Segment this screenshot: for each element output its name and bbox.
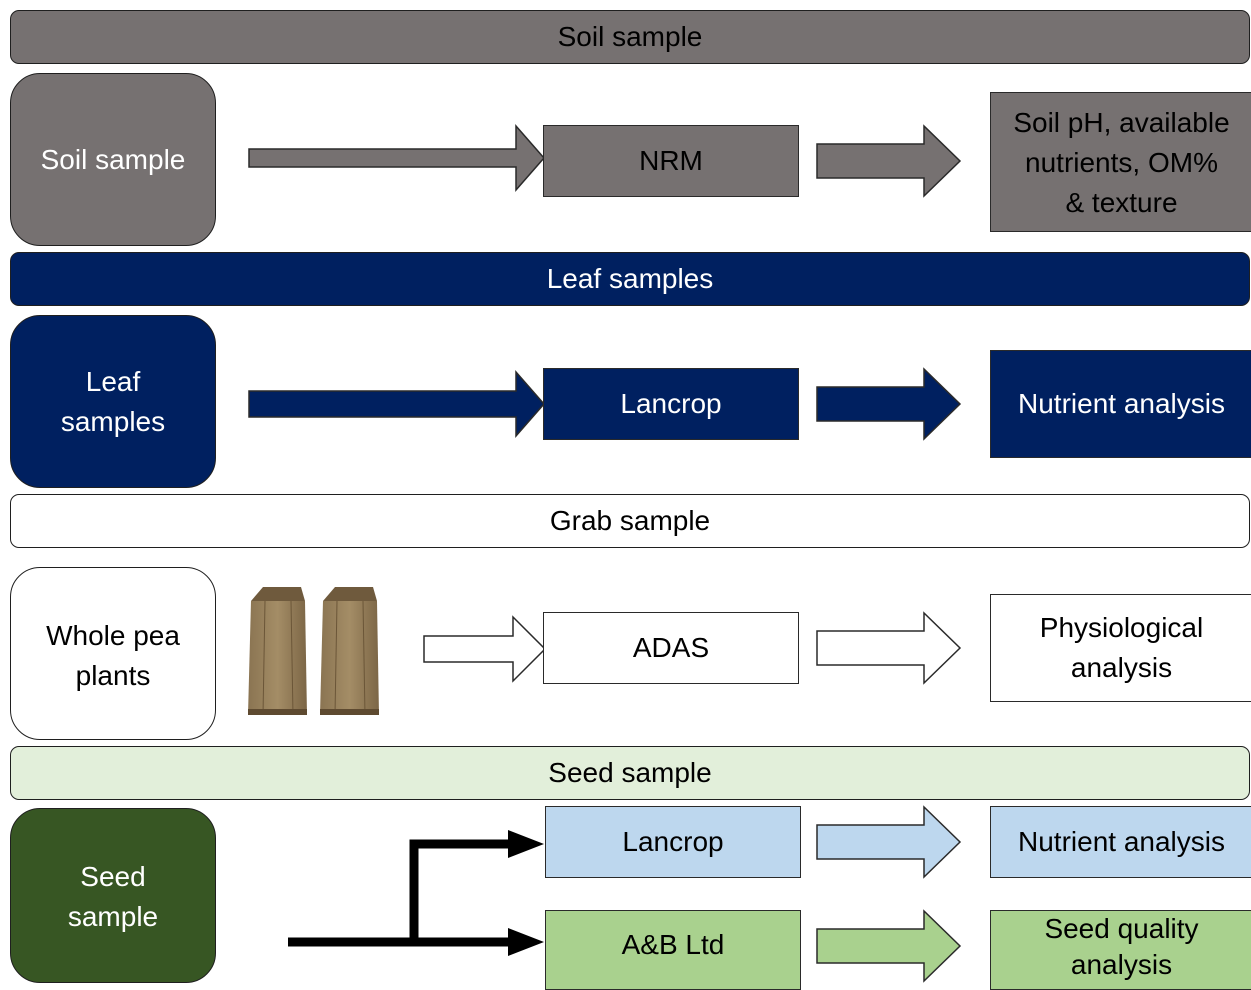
soil-result-line-3: & texture <box>1065 187 1178 218</box>
soil-arrow-to-lab <box>248 124 545 192</box>
leaf-lab-label: Lancrop <box>620 388 722 419</box>
seed-lab-ab-ltd: A&B Ltd <box>545 910 801 990</box>
seed-lab1-label: Lancrop <box>622 826 724 857</box>
leaf-lab-lancrop: Lancrop <box>543 368 799 440</box>
grab-arrow-to-result <box>816 611 962 685</box>
seed-arrow-to-result-1 <box>816 805 962 879</box>
grab-arrow-to-lab <box>423 615 547 683</box>
grab-lab-label: ADAS <box>632 632 710 663</box>
seed-result2-line-1: Seed quality <box>1044 913 1199 944</box>
grab-source-line-2: plants <box>75 660 151 691</box>
leaf-arrow-to-result <box>816 367 962 441</box>
leaf-samples-band: Leaf samples <box>10 252 1250 306</box>
seed-source-line-2: sample <box>67 901 159 932</box>
seed-sample-band: Seed sample <box>10 746 1250 800</box>
leaf-source-line-2: samples <box>60 406 166 437</box>
leaf-arrow-to-lab <box>248 370 545 438</box>
grab-result-line-1: Physiological <box>1039 612 1204 643</box>
seed-result-box-1: Nutrient analysis <box>990 806 1251 878</box>
grab-result-line-2: analysis <box>1070 652 1173 683</box>
soil-lab-nrm: NRM <box>543 125 799 197</box>
soil-result-line-1: Soil pH, available <box>1013 107 1230 138</box>
leaf-band-label: Leaf samples <box>546 263 714 294</box>
paper-bag-icon <box>248 587 379 716</box>
soil-lab-label: NRM <box>639 145 703 176</box>
seed-band-label: Seed sample <box>548 757 712 788</box>
leaf-source-box: Leaf samples <box>10 315 216 488</box>
seed-lab-lancrop: Lancrop <box>545 806 801 878</box>
soil-result-line-2: nutrients, OM% <box>1025 147 1218 178</box>
seed-source-line-1: Seed <box>80 861 146 892</box>
leaf-source-line-1: Leaf <box>85 366 141 397</box>
soil-source-label: Soil sample <box>40 143 186 175</box>
leaf-result-box: Nutrient analysis <box>990 350 1251 458</box>
soil-band-label: Soil sample <box>557 21 703 52</box>
seed-branch-connector <box>288 830 544 956</box>
grab-band-label: Grab sample <box>549 505 711 536</box>
soil-result-box: Soil pH, available nutrients, OM% & text… <box>990 92 1251 232</box>
grab-lab-adas: ADAS <box>543 612 799 684</box>
soil-source-box: Soil sample <box>10 73 216 246</box>
seed-result-box-2: Seed quality analysis <box>990 910 1251 990</box>
soil-arrow-to-result <box>816 124 962 198</box>
grab-sample-band: Grab sample <box>10 494 1250 548</box>
soil-sample-band: Soil sample <box>10 10 1250 64</box>
seed-arrow-to-result-2 <box>816 909 962 983</box>
leaf-result-label: Nutrient analysis <box>1018 388 1225 419</box>
seed-source-box: Seed sample <box>10 808 216 983</box>
grab-result-box: Physiological analysis <box>990 594 1251 702</box>
seed-result1-label: Nutrient analysis <box>1018 826 1225 857</box>
seed-result2-line-2: analysis <box>1070 949 1173 980</box>
seed-lab2-label: A&B Ltd <box>621 929 725 960</box>
grab-source-line-1: Whole pea <box>46 620 180 651</box>
grab-source-box: Whole pea plants <box>10 567 216 740</box>
